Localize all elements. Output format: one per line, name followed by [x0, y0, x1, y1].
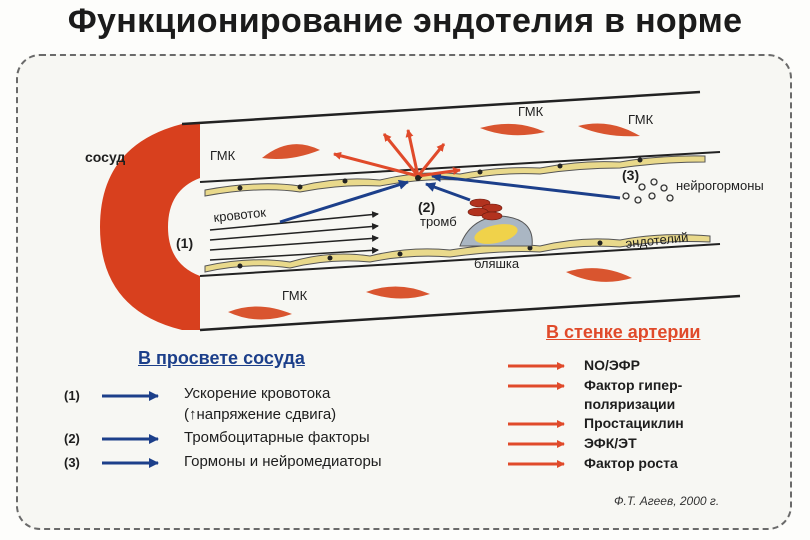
lumen-legend-num-1: (1) [64, 388, 80, 403]
outer-wall-bottom [199, 294, 741, 332]
lumen-top [199, 151, 721, 183]
page-title: Функционирование эндотелия в норме [67, 2, 743, 40]
label-flow: кровоток [213, 205, 267, 225]
plaque-core [474, 224, 518, 244]
vessel-wall-section [100, 124, 200, 330]
label-plaque: бляшка [474, 256, 520, 271]
smooth-muscle-cells [228, 123, 640, 320]
wall-legend-item-2a: Фактор гипер- [584, 377, 683, 393]
neurohormone-dots [622, 178, 674, 204]
label-endothelium: эндотелий [625, 229, 689, 251]
wall-legend-item-2b: поляризации [584, 396, 676, 412]
signal-arrows-blue [279, 172, 621, 224]
wall-legend-item-4: ЭФК/ЭТ [584, 435, 637, 451]
lumen-legend-line-1a: Ускорение кровотока [184, 385, 331, 402]
label-num-2: (2) [418, 199, 435, 215]
label-num-1: (1) [176, 235, 193, 251]
label-num-3: (3) [622, 167, 639, 183]
label-smc-2: ГМК [518, 104, 544, 119]
wall-legend-item-1: NO/ЭФР [584, 357, 640, 373]
wall-legend-title: В стенке артерии [546, 322, 701, 342]
outer-wall-top [181, 90, 701, 126]
endothelium-bottom [204, 234, 711, 273]
lumen-legend-line-2: Тромбоцитарные факторы [184, 429, 370, 446]
flow-arrows [209, 211, 379, 261]
lumen-bottom [199, 243, 721, 277]
label-smc-3: ГМК [628, 112, 654, 127]
label-smc-1: ГМК [210, 148, 236, 163]
signal-arrows-red [333, 129, 461, 178]
label-neurohormones: нейрогормоны [676, 178, 764, 193]
label-smc-4: ГМК [282, 288, 308, 303]
lumen-legend-num-2: (2) [64, 431, 80, 446]
lumen-legend-line-3: Гормоны и нейромедиаторы [184, 453, 382, 470]
wall-legend-arrows [508, 362, 565, 468]
label-vessel: сосуд [85, 149, 125, 165]
thrombus [467, 198, 503, 221]
lumen-legend-line-1b: (↑напряжение сдвига) [184, 406, 337, 423]
wall-legend-item-3: Простациклин [584, 415, 684, 431]
lumen-legend-num-3: (3) [64, 455, 80, 470]
credit: Ф.Т. Агеев, 2000 г. [614, 494, 720, 508]
wall-legend-item-5: Фактор роста [584, 455, 678, 471]
lumen-legend-title: В просвете сосуда [138, 348, 305, 368]
label-thrombus: тромб [420, 214, 457, 229]
endothelium-top [204, 155, 706, 197]
lumen-legend-arrows [102, 391, 159, 468]
